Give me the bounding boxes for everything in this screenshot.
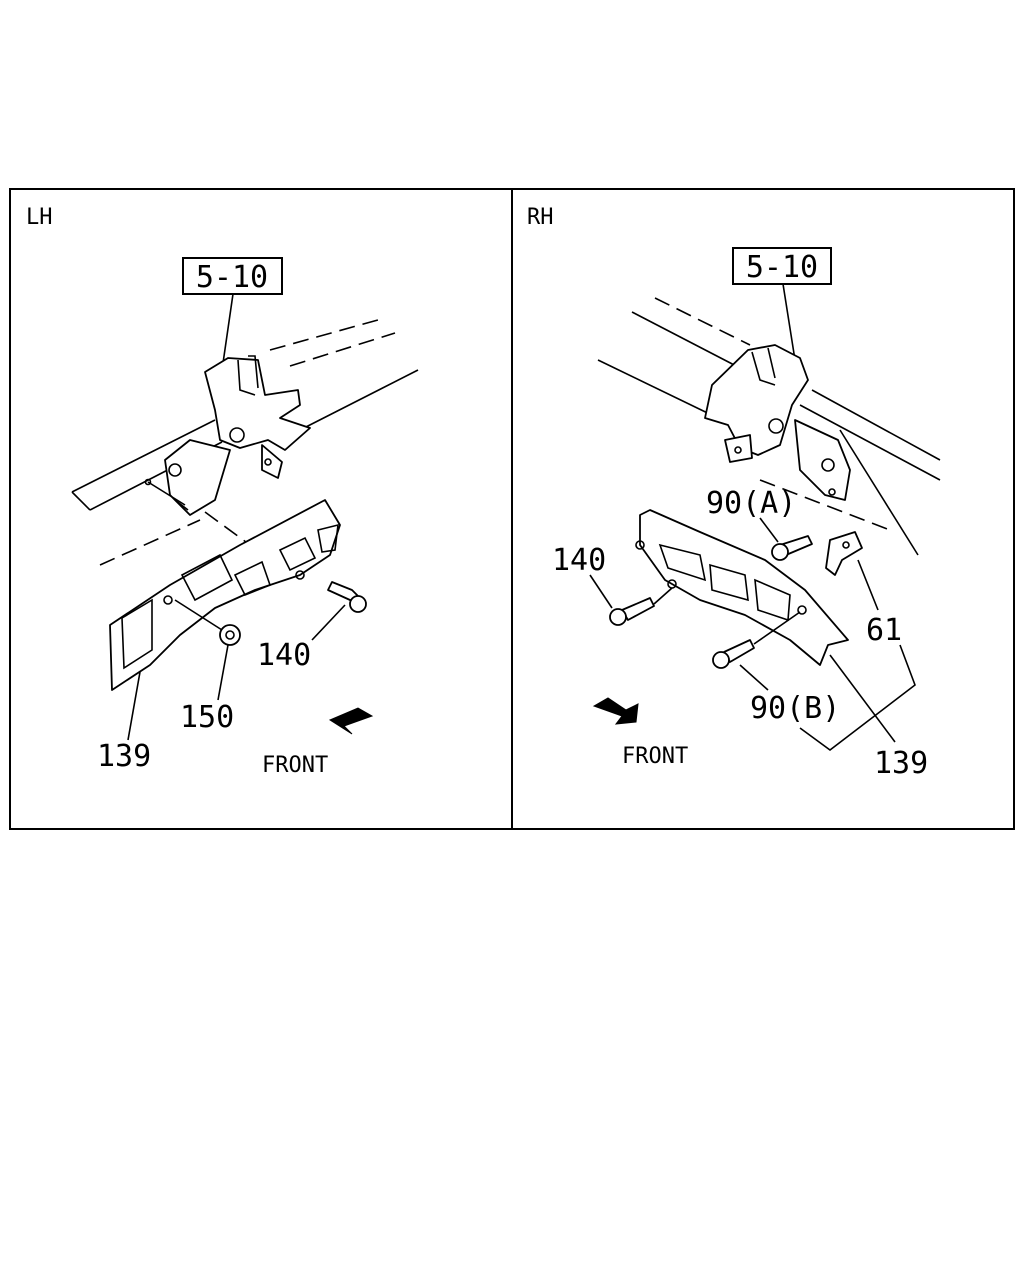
rh-leader-90a [759, 517, 779, 543]
rh-leader-61 [857, 559, 879, 611]
rh-bolt-140[interactable] [609, 587, 673, 626]
lh-front-arrow-icon [328, 707, 374, 735]
rh-bolt-90a[interactable] [771, 535, 813, 561]
lh-ref-leader [221, 293, 234, 371]
rh-bolt-90b[interactable] [712, 611, 801, 669]
lh-engine-mount [144, 355, 311, 516]
rh-callout-139[interactable]: 139 [874, 746, 928, 781]
rh-ref-label[interactable]: 5-10 [746, 250, 818, 285]
lh-callout-150[interactable]: 150 [180, 700, 234, 735]
lh-ref-label[interactable]: 5-10 [196, 260, 268, 295]
lh-front-label: FRONT [262, 753, 328, 778]
rh-engine-mount [704, 344, 851, 501]
rh-leader-140 [589, 574, 613, 609]
rh-bracket-61[interactable] [825, 531, 863, 576]
rh-ref-box[interactable] [732, 247, 832, 285]
lh-callout-139[interactable]: 139 [97, 739, 151, 774]
lh-bracket-139[interactable] [109, 499, 341, 691]
lh-panel: LH 5-10 [26, 205, 419, 778]
lh-leader-150 [217, 644, 229, 701]
rh-front-label: FRONT [622, 744, 688, 769]
rh-side-label: RH [527, 205, 554, 230]
rh-bracket-139[interactable] [635, 509, 849, 666]
rh-callout-90b[interactable]: 90(B) [750, 691, 840, 726]
rh-frame-rail [597, 297, 941, 556]
rh-leader-61-90b [799, 644, 916, 751]
rh-leader-139 [829, 654, 896, 743]
rh-front-arrow-icon [592, 697, 639, 725]
lh-nut-150[interactable] [174, 599, 241, 646]
rh-panel: RH 5-10 [527, 205, 941, 781]
lh-bolt-140[interactable] [327, 581, 367, 613]
rh-ref-leader [782, 283, 796, 361]
rh-callout-140[interactable]: 140 [552, 543, 606, 578]
lh-side-label: LH [26, 205, 53, 230]
rh-callout-61[interactable]: 61 [866, 613, 902, 648]
lh-leader-140 [311, 604, 346, 641]
rh-callout-90a[interactable]: 90(A) [706, 486, 796, 521]
rh-leader-90b [739, 664, 769, 691]
lh-callout-140[interactable]: 140 [257, 638, 311, 673]
lh-leader-139 [127, 671, 141, 741]
